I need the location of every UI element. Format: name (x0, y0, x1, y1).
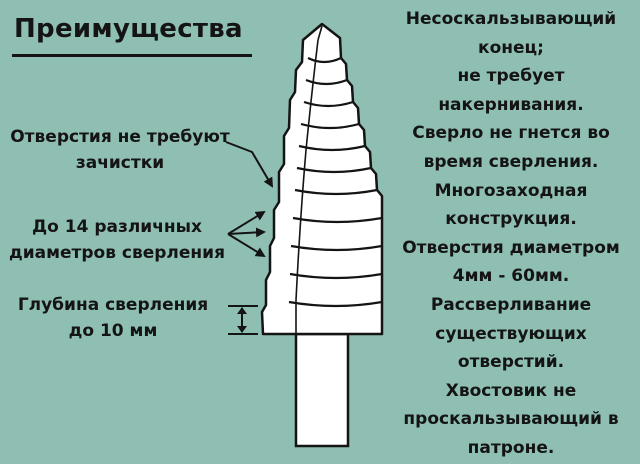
drill-flute (295, 39, 319, 334)
label-line: до 10 мм (68, 321, 158, 341)
drill-step-line (298, 144, 366, 152)
advantage-line: существующих (435, 323, 587, 344)
label-line: зачистки (75, 153, 165, 173)
title-underline (12, 54, 252, 57)
label-drilling-depth: Глубина сверления до 10 мм (6, 292, 220, 344)
advantage-line: Рассверливание (430, 294, 592, 315)
cleaning-arrow (225, 141, 274, 188)
depth-dimension (228, 305, 258, 335)
depth-arrowheads (237, 307, 247, 333)
drill-step-line (300, 122, 360, 130)
advantages-list: Несоскальзывающий конец; не требует наке… (384, 5, 638, 463)
advantage-line: Сверло не гнется во (412, 123, 610, 144)
advantage-line: Отверстия диаметром (402, 237, 620, 258)
drill-step-line (303, 100, 354, 108)
diameter-arrow-lower (227, 233, 266, 258)
label-line: До 14 различных (32, 217, 202, 237)
label-line: Глубина сверления (17, 295, 209, 315)
drill-cone-body (260, 22, 384, 336)
advantage-line: Несоскальзывающий (405, 9, 617, 29)
diameter-arrow-upper (227, 210, 266, 235)
drill-step-line (290, 244, 383, 252)
advantage-line: проскальзывающий в (403, 409, 619, 430)
drill-step-line (288, 300, 383, 308)
label-line: диаметров сверления (8, 243, 225, 263)
drill-step-line (292, 216, 383, 224)
drill-tip-edge (317, 25, 323, 41)
drill-step-line (307, 56, 342, 64)
advantage-line: отверстий. (457, 352, 565, 373)
page-title: Преимущества (14, 14, 243, 44)
drill-step-line (289, 272, 383, 280)
drill-shank (294, 332, 350, 448)
label-no-cleaning: Отверстия не требуют зачистки (2, 124, 238, 176)
advantage-line: накернивания. (438, 94, 584, 115)
drill-step-line (305, 78, 348, 86)
advantage-line: конец; (478, 37, 544, 58)
label-line: Отверстия не требуют (10, 127, 230, 147)
advantage-line: не требует (457, 66, 565, 87)
advantage-line: время сверления. (423, 151, 599, 172)
advantage-line: Многозаходная (434, 180, 588, 201)
advantage-line: конструкция. (445, 209, 577, 230)
label-diameters: До 14 различных диаметров сверления (0, 214, 234, 266)
advantage-line: патроне. (467, 437, 555, 458)
advantage-line: Хвостовик не (445, 380, 577, 401)
advantage-line: 4мм - 60мм. (452, 266, 570, 287)
diameter-arrow-middle (227, 227, 266, 238)
